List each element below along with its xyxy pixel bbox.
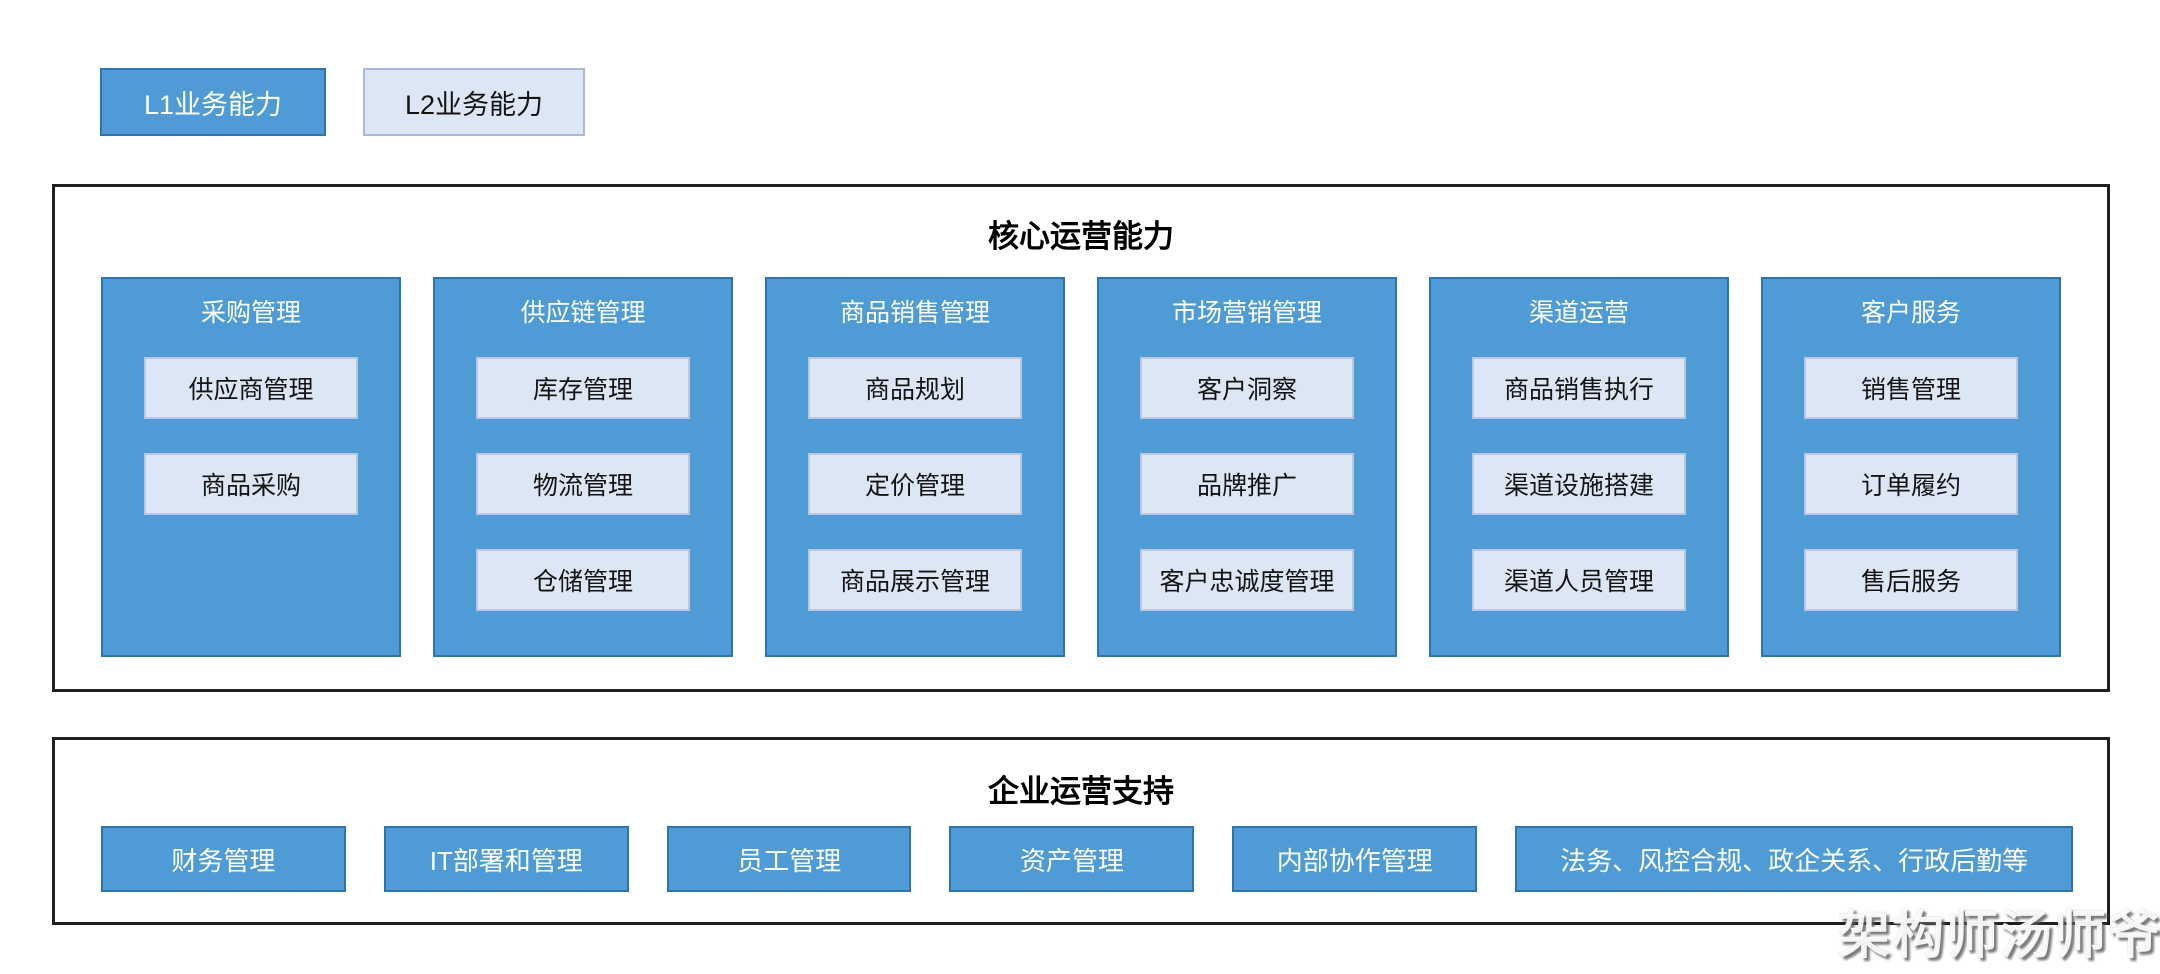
support-items-row: 财务管理 IT部署和管理 员工管理 资产管理 内部协作管理 法务、风控合规、政企… <box>101 826 2074 892</box>
column-items: 销售管理 订单履约 售后服务 <box>1763 357 2059 611</box>
watermark-text: 架构师汤师爷 <box>1838 907 2160 965</box>
column-channel-operations: 渠道运营 商品销售执行 渠道设施搭建 渠道人员管理 <box>1429 277 1729 657</box>
legend-l1-capability: L1业务能力 <box>100 68 326 136</box>
capability-item: 客户洞察 <box>1140 357 1354 419</box>
capability-item: 商品销售执行 <box>1472 357 1686 419</box>
column-customer-service: 客户服务 销售管理 订单履约 售后服务 <box>1761 277 2061 657</box>
capability-item: 定价管理 <box>808 453 1022 515</box>
capability-item: 仓储管理 <box>476 549 690 611</box>
column-marketing: 市场营销管理 客户洞察 品牌推广 客户忠诚度管理 <box>1097 277 1397 657</box>
capability-item: 渠道人员管理 <box>1472 549 1686 611</box>
support-item-it: IT部署和管理 <box>383 826 629 892</box>
capability-item: 客户忠诚度管理 <box>1140 549 1354 611</box>
legend-l2-label: L2业务能力 <box>404 89 544 120</box>
capability-item: 物流管理 <box>476 453 690 515</box>
support-panel-title: 企业运营支持 <box>988 774 1174 809</box>
capability-item: 商品采购 <box>144 453 358 515</box>
legend-l2-capability: L2业务能力 <box>363 68 585 136</box>
enterprise-support-panel: 企业运营支持 财务管理 IT部署和管理 员工管理 资产管理 内部协作管理 法务、… <box>52 737 2110 925</box>
core-operations-panel: 核心运营能力 采购管理 供应商管理 商品采购 供应链管理 库存管理 物流管理 仓… <box>52 184 2110 692</box>
capability-item: 供应商管理 <box>144 357 358 419</box>
column-title: 商品销售管理 <box>839 299 990 327</box>
legend-l1-label: L1业务能力 <box>143 89 283 120</box>
column-items: 商品销售执行 渠道设施搭建 渠道人员管理 <box>1431 357 1727 611</box>
support-item-collaboration: 内部协作管理 <box>1232 826 1478 892</box>
capability-item: 商品展示管理 <box>808 549 1022 611</box>
column-title: 采购管理 <box>200 299 301 327</box>
support-item-finance: 财务管理 <box>101 826 346 892</box>
capability-item: 订单履约 <box>1804 453 2018 515</box>
column-items: 库存管理 物流管理 仓储管理 <box>435 357 731 611</box>
support-item-legal-admin: 法务、风控合规、政企关系、行政后勤等 <box>1515 826 2074 892</box>
capability-columns: 采购管理 供应商管理 商品采购 供应链管理 库存管理 物流管理 仓储管理 商品销… <box>101 277 2061 657</box>
capability-item: 品牌推广 <box>1140 453 1354 515</box>
support-item-hr: 员工管理 <box>666 826 912 892</box>
column-title: 供应链管理 <box>520 299 646 327</box>
column-title: 渠道运营 <box>1528 299 1629 327</box>
capability-item: 库存管理 <box>476 357 690 419</box>
capability-item: 渠道设施搭建 <box>1472 453 1686 515</box>
column-items: 供应商管理 商品采购 <box>103 357 399 515</box>
column-items: 客户洞察 品牌推广 客户忠诚度管理 <box>1099 357 1395 611</box>
column-supply-chain: 供应链管理 库存管理 物流管理 仓储管理 <box>433 277 733 657</box>
column-title: 客户服务 <box>1860 299 1961 327</box>
capability-item: 商品规划 <box>808 357 1022 419</box>
column-title: 市场营销管理 <box>1171 299 1322 327</box>
core-panel-title: 核心运营能力 <box>988 219 1174 254</box>
support-item-assets: 资产管理 <box>949 826 1195 892</box>
capability-item: 销售管理 <box>1804 357 2018 419</box>
column-items: 商品规划 定价管理 商品展示管理 <box>767 357 1063 611</box>
capability-item: 售后服务 <box>1804 549 2018 611</box>
column-procurement: 采购管理 供应商管理 商品采购 <box>101 277 401 657</box>
column-product-sales: 商品销售管理 商品规划 定价管理 商品展示管理 <box>765 277 1065 657</box>
